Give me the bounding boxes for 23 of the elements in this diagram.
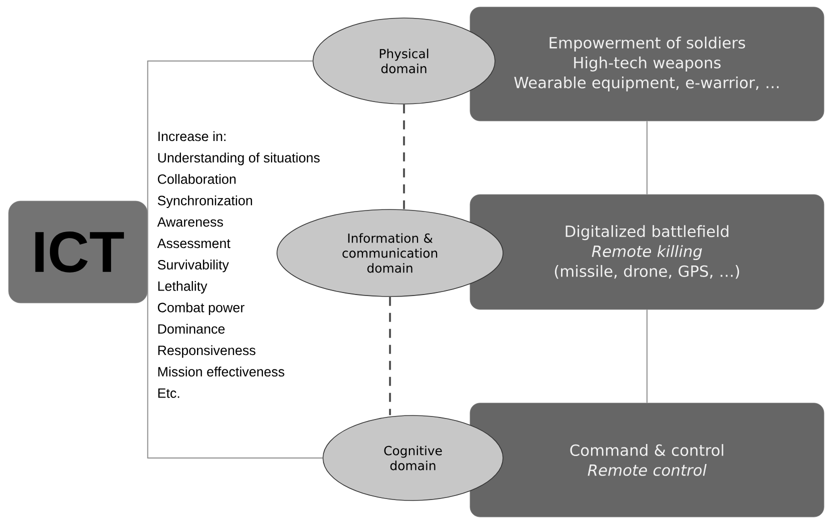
ict-box: ICT bbox=[8, 200, 148, 304]
connector-line bbox=[147, 252, 324, 458]
connector-line bbox=[389, 296, 391, 416]
description-box: Empowerment of soldiers High-tech weapons Wearable equipment, e-warrior, … bbox=[470, 6, 824, 122]
connector-line bbox=[646, 120, 648, 195]
list-item: Understanding of situations bbox=[158, 152, 320, 166]
list-item: Responsiveness bbox=[158, 345, 256, 358]
list-item: Dominance bbox=[158, 324, 225, 334]
list-item: Assessment bbox=[157, 238, 230, 248]
connector-line bbox=[147, 60, 314, 252]
connector-line bbox=[403, 104, 405, 210]
list-heading: Increase in: bbox=[158, 131, 226, 142]
list-item: Survivability bbox=[158, 260, 229, 272]
description-box: Digitalized battlefield Remote killing (missile, drone, GPS, …) bbox=[470, 194, 824, 310]
list-item: Lethality bbox=[158, 281, 208, 294]
description-box: Command & control Remote control bbox=[470, 402, 824, 518]
list-item: Synchronization bbox=[158, 195, 252, 208]
connector-line bbox=[646, 309, 648, 404]
list-item: Etc. bbox=[158, 388, 180, 398]
list-item: Combat power bbox=[158, 302, 244, 315]
list-item: Mission effectiveness bbox=[158, 366, 284, 377]
list-item: Awareness bbox=[157, 217, 223, 227]
list-item: Collaboration bbox=[158, 174, 236, 184]
